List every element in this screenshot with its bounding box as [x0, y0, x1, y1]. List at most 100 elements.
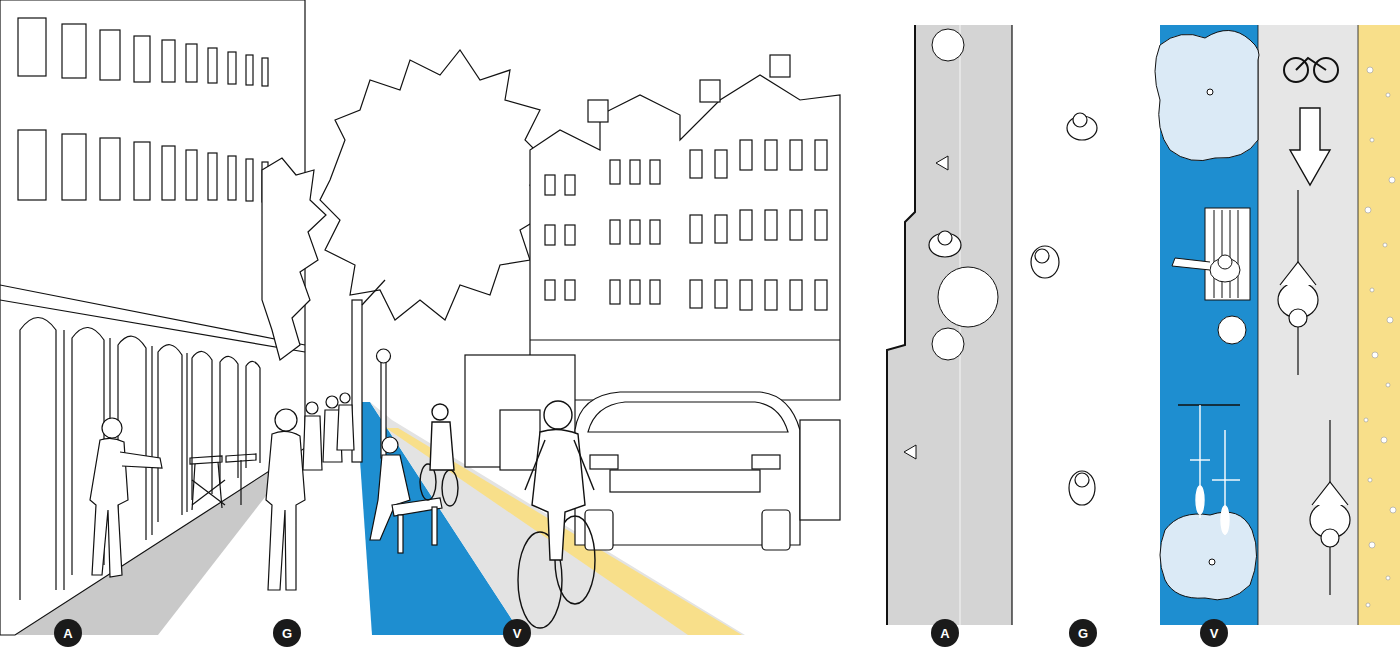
plan-sidewalk	[904, 445, 916, 459]
right-buildings	[715, 215, 727, 243]
plan-cyclists	[1312, 482, 1348, 505]
right-buildings	[610, 160, 620, 184]
right-buildings	[545, 280, 555, 300]
left-building	[158, 345, 182, 522]
left-building	[192, 351, 212, 500]
vehicles	[800, 420, 840, 520]
plan-person	[1073, 113, 1087, 127]
plan-person	[1031, 246, 1059, 278]
gravel-dots	[1389, 177, 1395, 183]
gravel-dots	[1383, 243, 1387, 247]
plan-lanes	[1258, 25, 1358, 625]
gravel-dots	[1381, 437, 1387, 443]
bike-rack	[1196, 486, 1204, 514]
right-buildings	[565, 175, 575, 195]
vehicles	[752, 455, 780, 469]
street-lamp	[377, 349, 391, 363]
gravel-dots	[1365, 207, 1371, 213]
gravel-dots	[1387, 317, 1393, 323]
right-buildings	[765, 210, 777, 240]
vehicles	[500, 410, 540, 470]
pedestrians	[90, 393, 410, 590]
right-buildings	[650, 220, 660, 244]
gravel-dots	[1370, 138, 1374, 142]
vehicles	[590, 455, 618, 469]
pedestrians	[102, 418, 122, 438]
plan-bench	[1230, 210, 1231, 298]
zone-letter: G	[282, 627, 292, 640]
right-buildings	[700, 80, 720, 102]
plan-lanes	[1358, 25, 1400, 625]
zone-marker: G	[273, 619, 301, 647]
zone-letter: V	[1210, 627, 1219, 640]
plan-cyclists	[1289, 309, 1307, 327]
plan-sidewalk	[938, 267, 998, 327]
zone-letter: V	[513, 627, 522, 640]
bike-symbol	[1284, 58, 1338, 185]
left-building	[100, 30, 120, 80]
plan-bench	[1172, 258, 1210, 270]
gravel-dots	[1386, 576, 1390, 580]
right-buildings	[565, 280, 575, 300]
cyclists	[432, 404, 448, 420]
street-tree	[362, 280, 385, 305]
right-buildings	[588, 100, 608, 122]
plan-trees	[1155, 30, 1259, 160]
zone-marker: V	[503, 619, 531, 647]
zone-letter: A	[63, 627, 72, 640]
zone-marker: A	[931, 619, 959, 647]
bike-rack	[1212, 479, 1240, 480]
left-building	[208, 153, 217, 200]
left-building	[134, 142, 150, 200]
plan-bench	[1218, 316, 1246, 344]
gravel-dots	[1367, 67, 1373, 73]
left-building	[63, 330, 64, 590]
pedestrians	[340, 393, 350, 403]
gravel-dots	[1390, 507, 1396, 513]
right-buildings	[565, 225, 575, 245]
gravel-dots	[1364, 418, 1368, 422]
gravel-dots	[1386, 93, 1390, 97]
right-buildings	[530, 75, 840, 400]
left-building	[0, 0, 305, 635]
right-buildings	[545, 225, 555, 245]
zone-marker: V	[1200, 619, 1228, 647]
plan-trees	[1207, 89, 1213, 95]
left-building	[62, 24, 86, 78]
right-buildings	[630, 220, 640, 244]
right-buildings	[790, 140, 802, 170]
plan-bench	[1172, 208, 1250, 344]
vehicles	[465, 355, 840, 550]
right-buildings	[610, 280, 620, 304]
cyclists	[574, 440, 594, 490]
gravel-dots	[1364, 67, 1396, 607]
pedestrians	[275, 409, 297, 431]
vehicles	[588, 402, 788, 432]
right-buildings	[650, 280, 660, 304]
plan-sidewalk	[887, 25, 1012, 625]
right-buildings	[715, 150, 727, 178]
left-building	[246, 159, 253, 201]
gravel-dots	[1368, 478, 1372, 482]
cyclists	[442, 470, 458, 506]
cafe-furniture	[240, 460, 241, 505]
left-building	[100, 138, 120, 200]
bike-symbol	[1290, 108, 1330, 185]
plan-person	[929, 113, 1097, 505]
left-building	[246, 55, 253, 85]
plan-bench	[1205, 208, 1250, 300]
plan-bench	[1214, 210, 1215, 298]
right-buildings	[740, 280, 752, 310]
plan-sidewalk	[932, 328, 964, 360]
bike-rack	[1221, 506, 1229, 534]
right-buildings	[690, 215, 702, 243]
plan-sidewalk	[936, 156, 948, 170]
right-buildings	[610, 220, 620, 244]
plan-trees	[1209, 559, 1215, 565]
vehicles	[762, 510, 790, 550]
right-buildings	[765, 280, 777, 310]
vehicles	[610, 470, 760, 492]
